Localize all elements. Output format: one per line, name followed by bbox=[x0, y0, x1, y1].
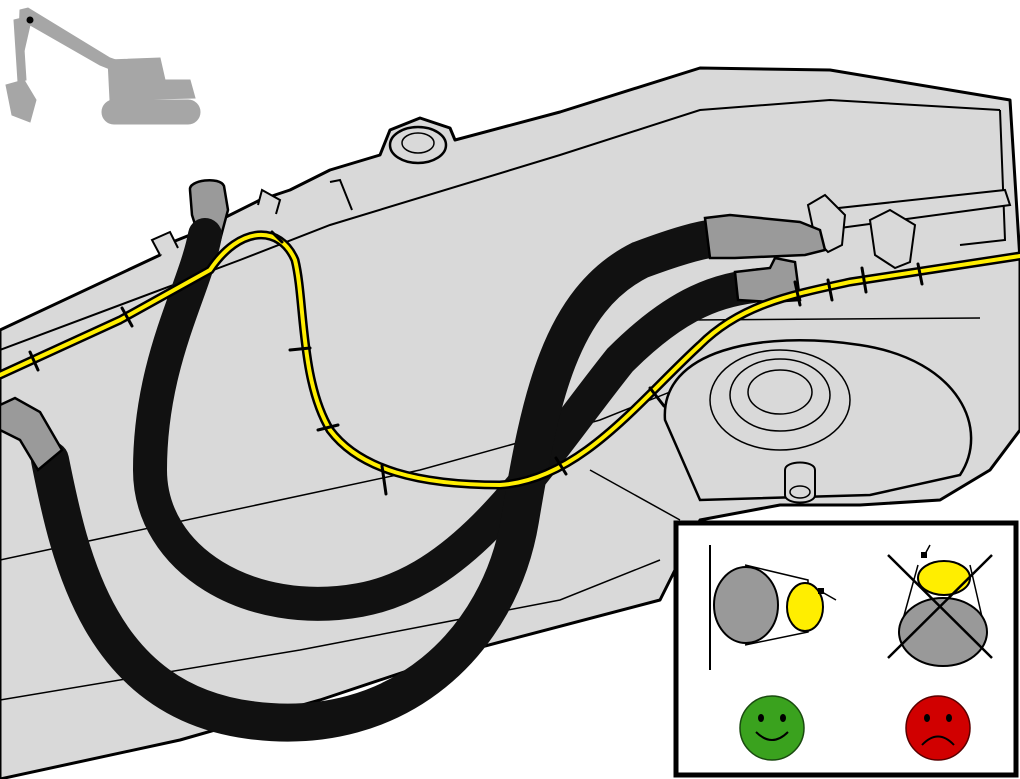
cable-tie bbox=[120, 306, 134, 328]
cable-ties bbox=[28, 230, 924, 496]
cylinder-bolt-top bbox=[789, 485, 811, 499]
hose-fitting-right-2 bbox=[733, 256, 802, 304]
cylinder-ring-3 bbox=[747, 369, 813, 415]
cable-tie bbox=[554, 456, 568, 476]
sad-face-mouth bbox=[921, 735, 955, 746]
correct-routing-tie bbox=[818, 588, 824, 594]
boom-upper-edge bbox=[0, 98, 1001, 351]
sad-face-eye-left bbox=[924, 714, 930, 722]
cable-tie bbox=[28, 350, 40, 372]
cable-tie bbox=[648, 386, 666, 408]
correct-routing-hose bbox=[713, 566, 779, 644]
excavator-icon-cab bbox=[107, 57, 196, 101]
boom-notch-3 bbox=[329, 178, 353, 211]
boom-diagonal-line bbox=[589, 469, 681, 521]
cylinder-ring-1 bbox=[709, 349, 851, 451]
cable-tie bbox=[860, 266, 868, 294]
correct-routing-illustration bbox=[709, 545, 837, 670]
cable-tie bbox=[793, 280, 802, 307]
incorrect-routing-wire bbox=[917, 560, 971, 596]
cylinder-bolt bbox=[784, 461, 816, 504]
hose-fitting-left bbox=[0, 396, 64, 472]
inset-panel bbox=[673, 520, 1019, 778]
excavator-icon-pivot bbox=[26, 16, 34, 24]
correct-routing-wire bbox=[786, 582, 824, 632]
sad-face-eye-right bbox=[946, 714, 952, 722]
incorrect-routing-hose bbox=[898, 597, 988, 667]
happy-face-mouth bbox=[755, 731, 789, 741]
correct-routing-tie-line bbox=[821, 591, 837, 601]
excavator-icon bbox=[5, 7, 201, 125]
boom-pin-hole bbox=[401, 132, 435, 154]
electrical-wire bbox=[0, 230, 1020, 496]
hose-a bbox=[132, 218, 777, 621]
cylinder-housing bbox=[663, 339, 973, 502]
happy-face-circle bbox=[739, 695, 805, 761]
excavator-icon-arm bbox=[13, 17, 27, 83]
hydraulic-hoses bbox=[0, 178, 827, 742]
happy-face-icon bbox=[739, 695, 805, 761]
hose-fitting-right-1 bbox=[703, 213, 827, 260]
boom-notch-1 bbox=[150, 230, 179, 256]
boom-notch-2 bbox=[257, 188, 282, 215]
excavator-icon-track bbox=[101, 99, 201, 125]
boom-pin-boss bbox=[388, 125, 448, 165]
cable-tie bbox=[288, 346, 312, 352]
cable-tie bbox=[826, 278, 834, 302]
cable-tie bbox=[916, 262, 924, 286]
cylinder-ring-2 bbox=[729, 358, 831, 432]
happy-face-eye-left bbox=[758, 714, 764, 722]
happy-face-eye-right bbox=[780, 714, 786, 722]
wire-core bbox=[0, 233, 1020, 487]
incorrect-routing-illustration bbox=[887, 544, 993, 667]
incorrect-routing-tie-line bbox=[923, 544, 931, 557]
clamp-bracket-2 bbox=[868, 208, 917, 270]
cable-tie bbox=[380, 464, 388, 496]
sad-face-circle bbox=[905, 695, 971, 761]
boom-inner-edge bbox=[959, 109, 1007, 246]
hose-b bbox=[31, 219, 734, 742]
incorrect-cross-line-2 bbox=[887, 554, 993, 659]
cable-tie bbox=[316, 423, 340, 432]
sad-face-icon bbox=[905, 695, 971, 761]
excavator-icon-bucket bbox=[5, 79, 37, 123]
cable-tie bbox=[270, 230, 284, 244]
